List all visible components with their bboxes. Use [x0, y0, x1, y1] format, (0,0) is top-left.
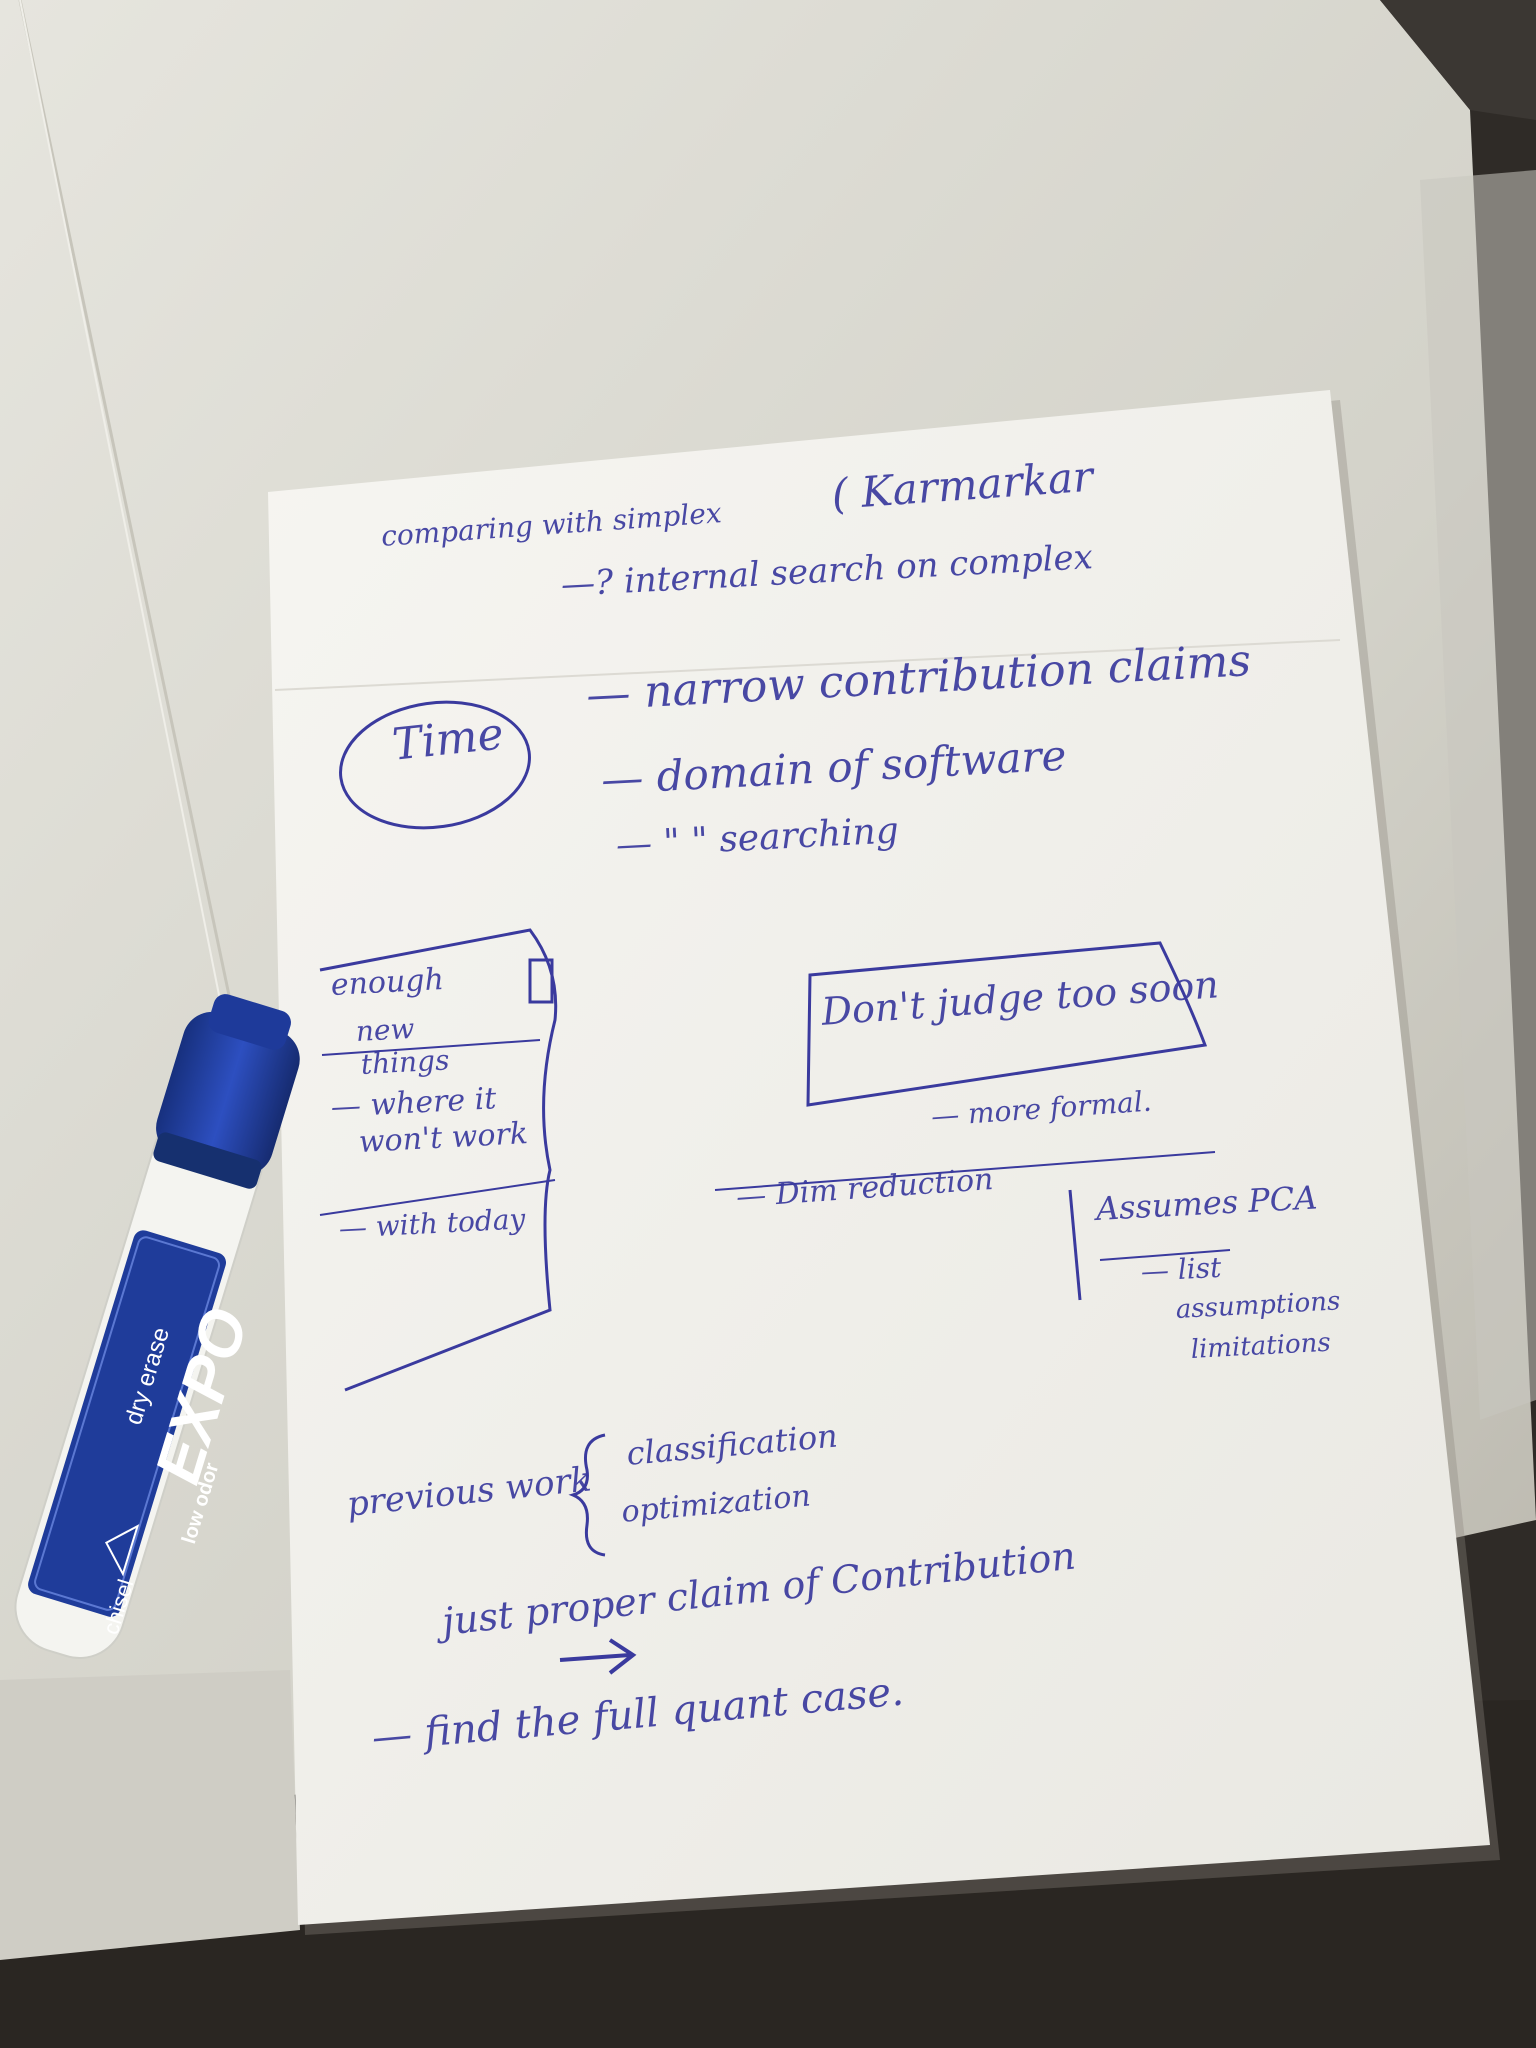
- expo-marker-body: [14, 994, 300, 1659]
- brace-sketch: [568, 1433, 606, 1557]
- note-things: things: [360, 1043, 451, 1081]
- note-list: — list: [1140, 1250, 1223, 1288]
- left-box-sketch: [319, 928, 558, 1392]
- paper-sheet: [268, 390, 1490, 1925]
- arrow-sketch: [559, 1638, 637, 1675]
- judge-box-sketch: [806, 941, 1208, 1107]
- note-new: new: [355, 1011, 416, 1048]
- divider-lines: [714, 1151, 1231, 1301]
- note-enough: enough: [330, 962, 445, 1003]
- time-circle: [339, 700, 531, 830]
